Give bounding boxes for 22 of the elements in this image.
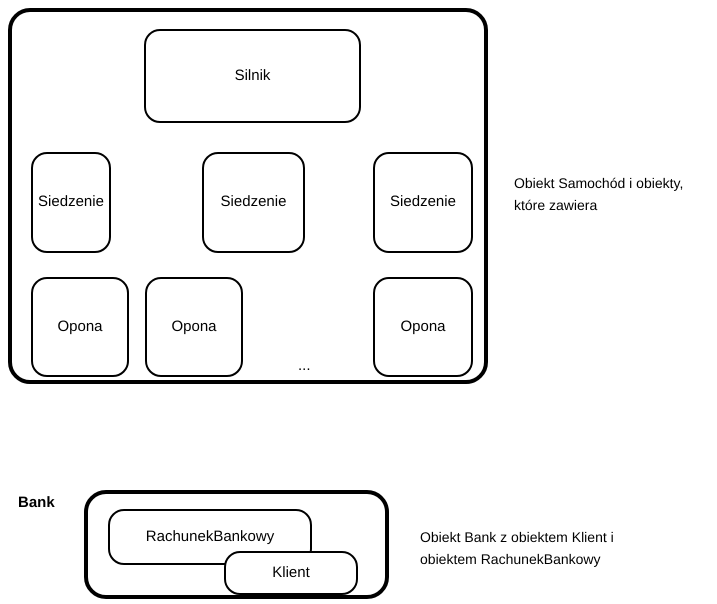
object-name: Siedzenie xyxy=(220,192,286,212)
object-name: Opona xyxy=(57,316,103,337)
object-box xyxy=(145,277,243,377)
object-box xyxy=(31,277,129,377)
group-heading: Bank xyxy=(18,493,55,513)
ellipsis-text: ... xyxy=(298,356,311,376)
object-box xyxy=(373,277,473,377)
object-box xyxy=(31,152,111,253)
object-name: RachunekBankowy xyxy=(146,526,274,547)
description-text: Obiekt Bank z obiektem Klient i obiektem RachunekBankowy xyxy=(420,528,615,569)
object-name: Siedzenie xyxy=(38,192,104,212)
object-name: Klient xyxy=(272,562,310,583)
object-box xyxy=(144,29,361,123)
object-name: Silnik xyxy=(234,66,270,86)
object-box xyxy=(224,551,358,595)
object-name: Opona xyxy=(400,316,446,337)
description-text: Obiekt Samochód i obiekty, które zawiera xyxy=(514,174,684,215)
object-box xyxy=(108,509,312,565)
object-box xyxy=(202,152,305,253)
object-box xyxy=(373,152,473,253)
object-name: Opona xyxy=(171,316,217,337)
object-name: Siedzenie xyxy=(390,192,456,212)
